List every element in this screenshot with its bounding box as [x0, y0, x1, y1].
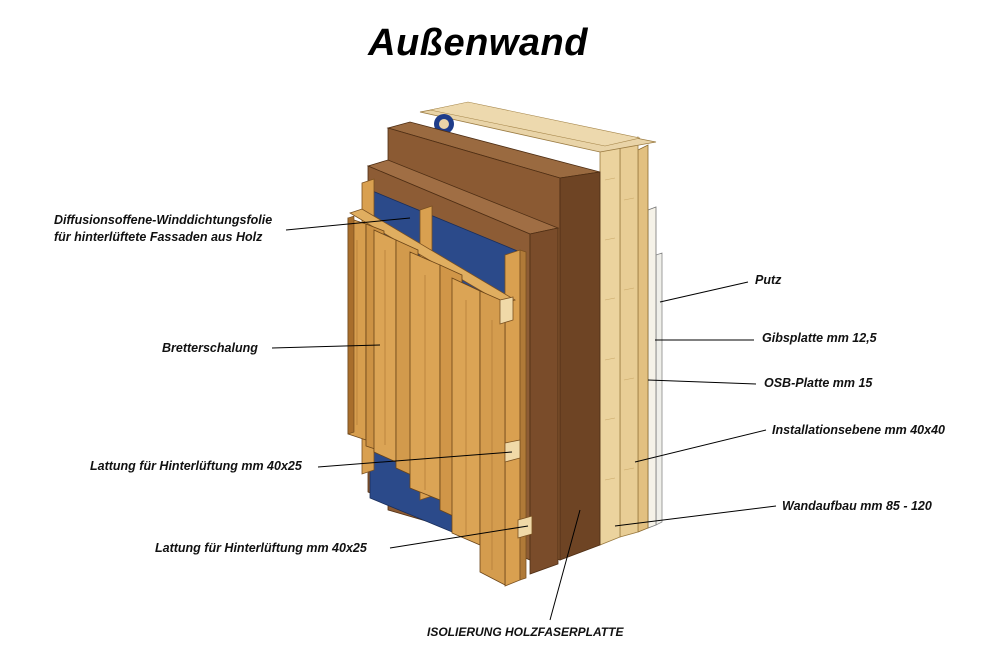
leader-folie	[285, 217, 411, 231]
label-gibsplatte: Gibsplatte mm 12,5	[762, 331, 877, 345]
label-folie-line1: Diffusionsoffene-Winddichtungsfolie	[54, 213, 273, 227]
osb-board	[637, 144, 649, 533]
label-lattung-1: Lattung für Hinterlüftung mm 40x25	[90, 459, 302, 473]
leader-bretterschalung	[271, 344, 381, 349]
label-wandaufbau: Wandaufbau mm 85 - 120	[782, 499, 932, 513]
label-putz: Putz	[755, 273, 782, 287]
leader-lattung-2	[389, 525, 529, 549]
label-bretterschalung: Bretterschalung	[162, 341, 258, 355]
board-cladding	[347, 215, 506, 586]
installation-layer	[619, 136, 639, 538]
wall-structure-grain	[604, 177, 635, 481]
leader-putz	[659, 281, 749, 303]
label-lattung-2: Lattung für Hinterlüftung mm 40x25	[155, 541, 367, 555]
leader-lines	[271, 217, 777, 621]
leader-lattung-1	[317, 451, 513, 468]
leader-isolierung	[549, 509, 581, 621]
batten-block-2	[499, 296, 514, 325]
wall-structure	[599, 141, 621, 546]
fiberboard-back-side	[559, 171, 601, 561]
leader-installationsebene	[634, 429, 767, 463]
batten-block-3	[517, 515, 533, 539]
batten-block-1	[504, 439, 521, 463]
label-folie-line2: für hinterlüftete Fassaden aus Holz	[54, 230, 263, 244]
label-isolierung: ISOLIERUNG HOLZFASERPLATTE	[427, 625, 624, 639]
batten-vertical-3-side	[519, 249, 527, 581]
leader-osb	[647, 379, 757, 385]
label-osb: OSB-Platte mm 15	[764, 376, 873, 390]
gypsum-board	[647, 206, 657, 529]
label-folie: Diffusionsoffene-Winddichtungsfolie für …	[54, 212, 272, 246]
wall-top-face	[429, 101, 641, 147]
leader-wandaufbau	[614, 505, 777, 527]
diagram-title: Außenwand	[368, 22, 588, 64]
plaster-layer	[655, 252, 663, 526]
label-installationsebene: Installationsebene mm 40x40	[772, 423, 945, 437]
fiberboard-front-side	[529, 227, 559, 575]
